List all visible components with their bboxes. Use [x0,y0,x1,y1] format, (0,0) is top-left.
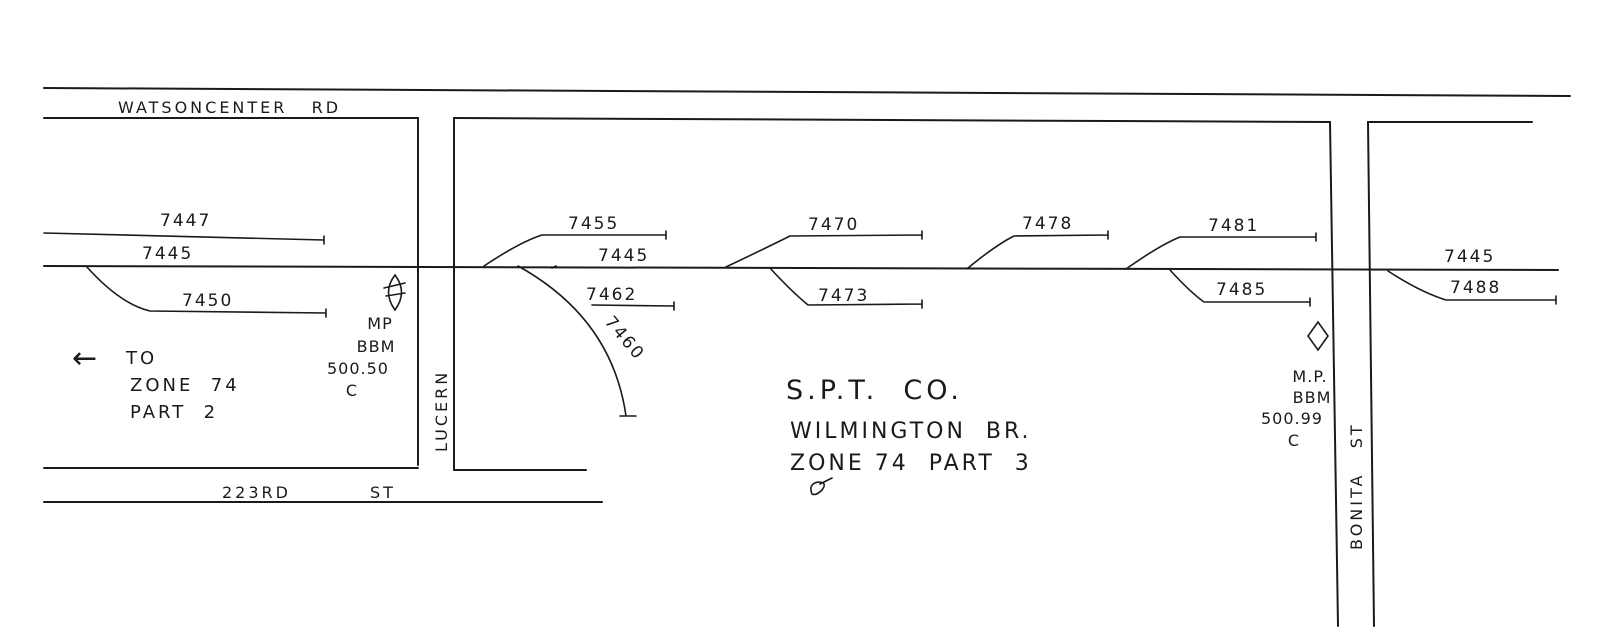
track-7445-label-right: 7445 [1444,247,1495,267]
left-arrow-icon: ← [72,341,100,376]
branch-title: WILMINGTON BR. [790,419,1031,444]
main-track-7445 [43,265,1559,271]
track-7455 [483,230,667,267]
road-outlines [43,87,1571,627]
track-7445-label-center: 7445 [598,246,649,266]
milepost-left-line-4: C [346,381,358,400]
direction-note-line-2: ZONE 74 [130,375,240,396]
milepost-right-line-4: C [1288,431,1300,450]
milepost-left-line-1: MP [367,314,392,333]
track-7445-label-left: 7445 [142,244,193,264]
bonita-east-edge [1367,121,1375,627]
milepost-right-line-3: 500.99 [1261,409,1323,428]
zone-title: ZONE 74 PART 3 [790,451,1032,476]
track-7455-label: 7455 [568,214,619,234]
direction-note-line-3: PART 2 [130,402,218,423]
direction-note-line-1: TO [125,348,157,369]
track-7470 [725,230,923,268]
track-7462 [551,265,675,311]
track-7485-label: 7485 [1216,280,1267,300]
company-title: S.P.T. CO. [786,375,963,406]
direction-note: ← TO ZONE 74 PART 2 [72,341,240,423]
bonita-street-label: BONITA ST [1347,422,1366,550]
milepost-left-line-3: 500.50 [327,359,389,378]
milepost-right-icon [1307,320,1329,352]
watsoncenter-road-north-edge [43,87,1571,97]
track-7450-label: 7450 [182,291,233,311]
223rd-street-label: 223RD [222,483,291,502]
bonita-west-edge [1329,121,1339,627]
track-7460 [517,265,637,417]
track-7447-label: 7447 [160,211,211,231]
title-block: S.P.T. CO. WILMINGTON BR. ZONE 74 PART 3 [786,375,1032,476]
milepost-right-line-1: M.P. [1292,367,1327,386]
block-top-edge-center [453,117,1331,123]
lucern-label: LUCERN [432,370,451,452]
track-7481 [1125,232,1317,270]
track-7462-label: 7462 [586,285,637,305]
milepost-right-line-2: BBM [1293,388,1332,407]
milepost-left-icon [383,273,406,312]
track-7478-label: 7478 [1022,214,1073,234]
track-7481-label: 7481 [1208,216,1259,236]
track-7470-label: 7470 [808,215,859,235]
milepost-left: MP BBM 500.50 C [327,314,396,400]
track-7473-label: 7473 [818,286,869,306]
milepost-left-line-2: BBM [357,337,396,356]
track-7485 [1169,269,1311,307]
track-7488-label: 7488 [1450,278,1501,298]
scribble-mark [810,477,833,496]
track-7488 [1387,270,1557,305]
milepost-right: M.P. BBM 500.99 C [1261,367,1332,450]
223rd-street-suffix-label: ST [370,483,396,502]
spur-tracks [43,230,1557,417]
track-7473 [769,267,923,309]
track-7447 [43,232,325,245]
track-7478 [967,230,1109,269]
watsoncenter-road-label: WATSONCENTER RD [118,98,341,117]
track-7450 [85,265,327,318]
